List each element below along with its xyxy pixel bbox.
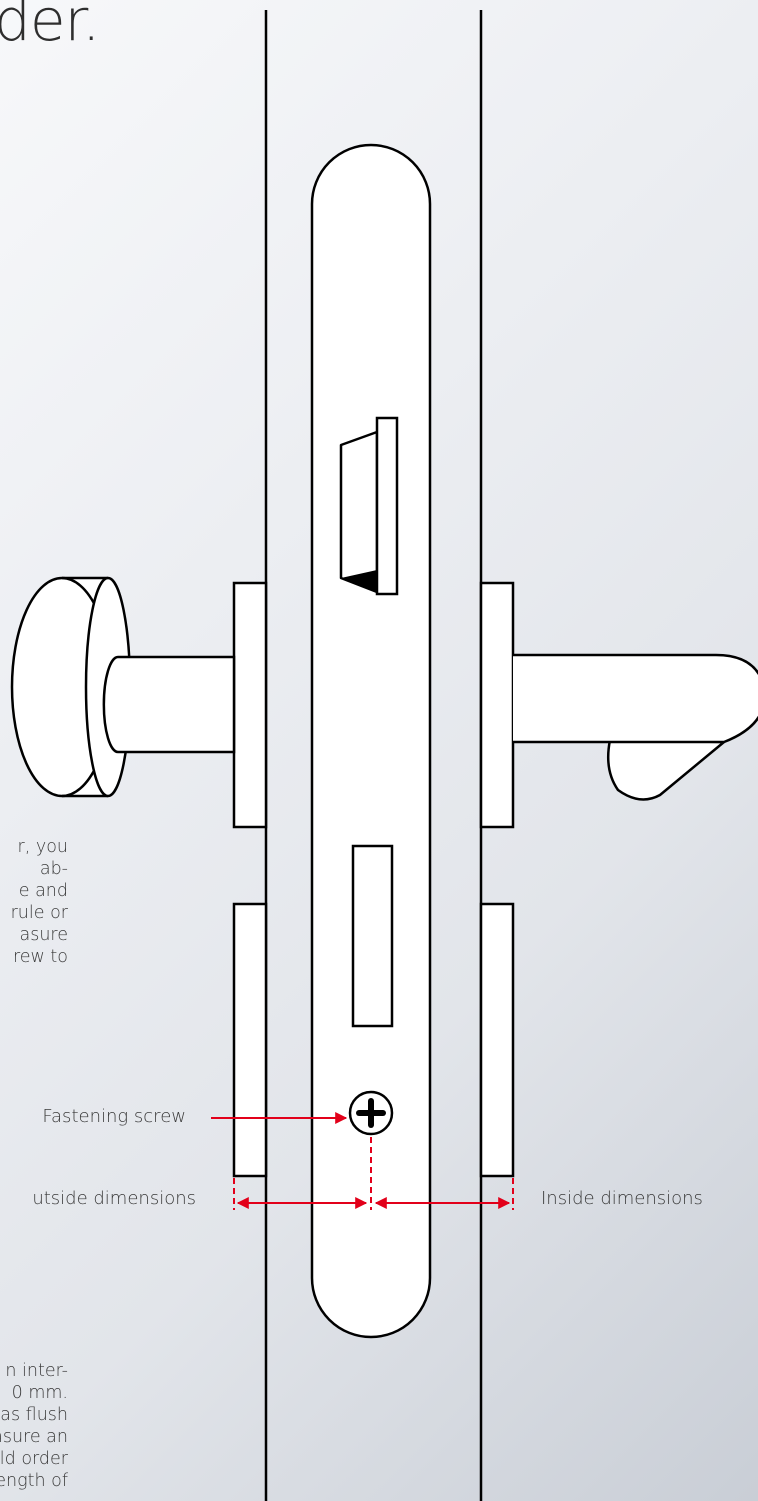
latch-bolt bbox=[339, 416, 399, 596]
fastening-screw-icon bbox=[348, 1090, 394, 1136]
rose-inside-upper bbox=[479, 581, 515, 829]
paragraph-top: r, you ab- e and rule or asure rew to bbox=[10, 837, 68, 967]
door-knob bbox=[10, 576, 236, 798]
lock-faceplate bbox=[310, 143, 432, 1339]
rose-inside-lower bbox=[479, 902, 515, 1178]
fastening-screw-label: Fastening screw bbox=[42, 1106, 186, 1127]
page-heading: der. bbox=[0, 0, 100, 54]
rose-outside-upper bbox=[232, 581, 268, 829]
rose-outside-lower bbox=[232, 902, 268, 1178]
inside-dimensions-label: Inside dimensions bbox=[541, 1188, 703, 1209]
dimension-lines bbox=[211, 1112, 514, 1210]
deadbolt-slot bbox=[351, 844, 394, 1028]
paragraph-bottom: n inter- 0 mm. as flush asure an uld ord… bbox=[0, 1361, 68, 1491]
lever-handle bbox=[513, 653, 758, 801]
outside-dimensions-label: utside dimensions bbox=[32, 1188, 196, 1209]
